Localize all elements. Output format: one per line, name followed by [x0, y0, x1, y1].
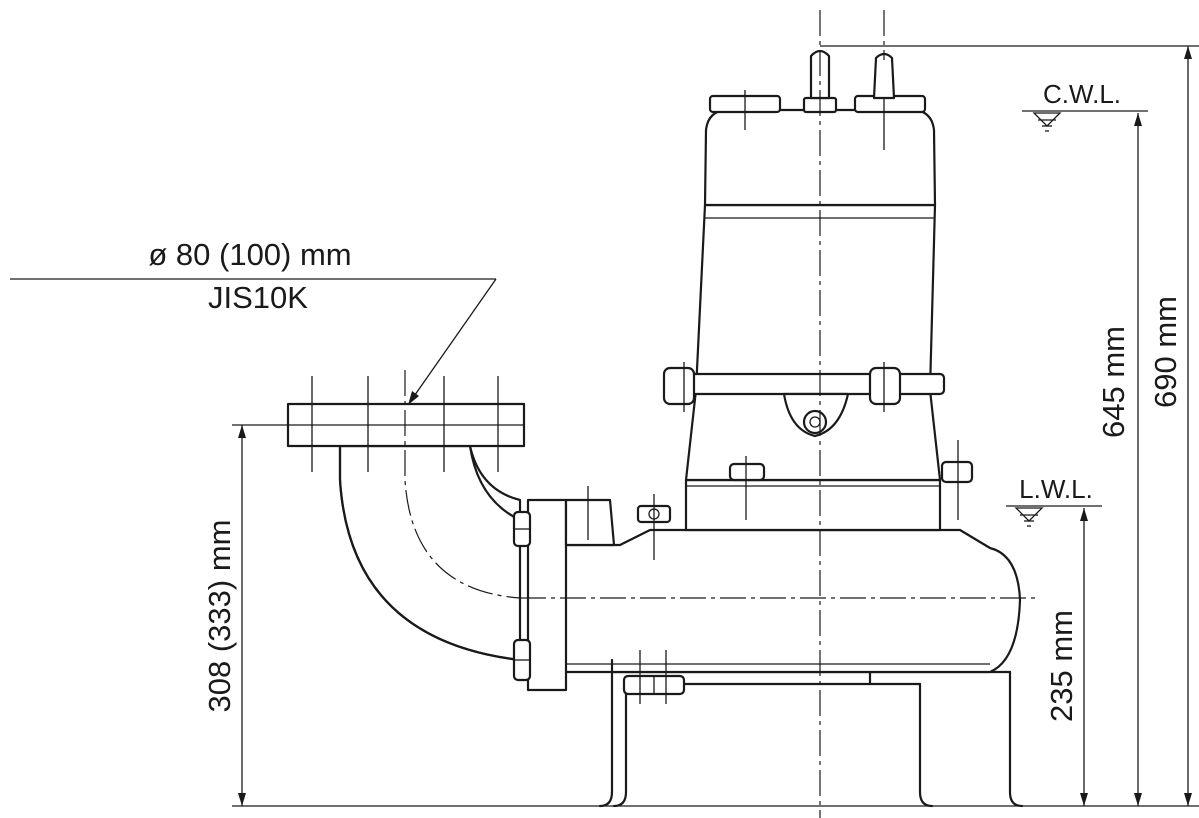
flange-standard-label: JIS10K	[208, 280, 308, 315]
center-lines	[520, 10, 1040, 818]
discharge-elbow	[286, 370, 526, 662]
volute-casing	[563, 388, 1022, 674]
flange-bolts	[311, 376, 499, 472]
outlet-height-dimension: 308 (333) mm	[202, 520, 237, 713]
flange-size-label: ø 80 (100) mm	[148, 237, 351, 272]
total-height-dimension: 690 mm	[1148, 296, 1183, 408]
flange-leader	[10, 278, 497, 405]
cwl-label: C.W.L.	[1043, 79, 1121, 109]
lwl-symbol	[1006, 505, 1102, 527]
lwl-label: L.W.L.	[1019, 474, 1093, 504]
casing-flange	[512, 486, 616, 692]
cwl-symbol	[1022, 110, 1148, 132]
lwl-height-dimension: 235 mm	[1044, 610, 1079, 722]
cwl-height-dimension: 645 mm	[1096, 326, 1131, 438]
dimension-lines	[232, 45, 1199, 807]
motor-housing	[622, 49, 974, 704]
